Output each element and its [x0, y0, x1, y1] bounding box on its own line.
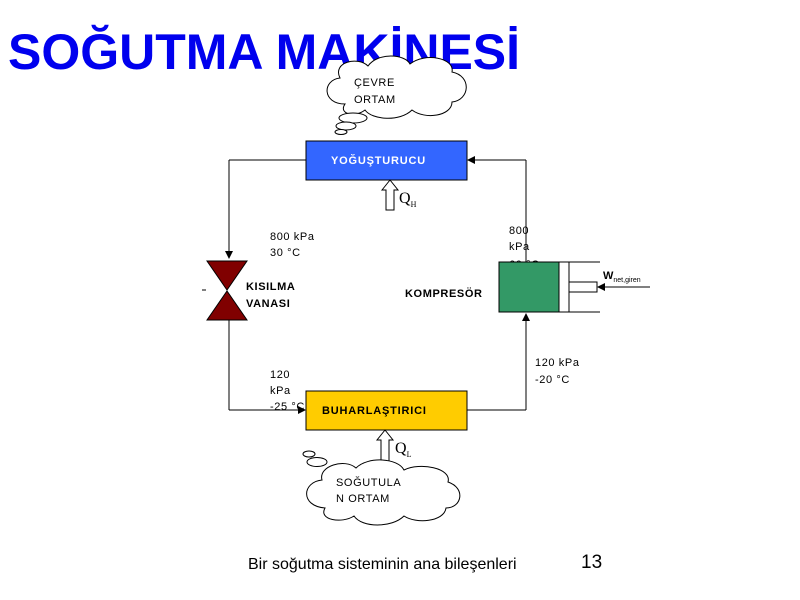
valve-label-1: KISILMA [246, 281, 295, 293]
warm-environment-cloud: ÇEVRE ORTAM [326, 55, 467, 135]
state-evaporator-in-pressure-1: 120 [270, 369, 290, 381]
cold-environment-label-1: SOĞUTULA [336, 476, 401, 489]
compressor-piston-rod [568, 281, 598, 293]
cold-environment-cloud: SOĞUTULA N ORTAM [302, 450, 461, 526]
state-compressor-in-temperature: -20 °C [535, 374, 570, 386]
figure-caption: Bir soğutma sisteminin ana bileşenleri [248, 556, 517, 573]
warm-environment-label-2: ORTAM [354, 94, 396, 106]
state-evaporator-in-pressure-2: kPa [270, 385, 291, 397]
work-input-label: Wnet,giren [603, 270, 641, 284]
condenser-label: YOĞUŞTURUCU [331, 154, 426, 167]
state-valve-in-temperature: 30 °C [270, 247, 301, 259]
warm-environment-label-1: ÇEVRE [354, 77, 395, 89]
page-number: 13 [581, 552, 603, 573]
evaporator-label: BUHARLAŞTIRICI [322, 405, 427, 417]
q-low-label: QL [395, 440, 412, 459]
state-compressor-in-pressure: 120 kPa [535, 357, 580, 369]
state-evaporator-in-temperature: -25 °C [270, 401, 305, 413]
q-high-label: QH [399, 190, 417, 209]
state-valve-in-pressure: 800 kPa [270, 231, 315, 243]
evaporator-box [305, 390, 468, 431]
expansion-valve-lower [206, 290, 248, 321]
q-low-arrow [375, 429, 395, 463]
compressor-box [498, 261, 560, 313]
q-high-arrow [380, 179, 400, 211]
cold-environment-label-2: N ORTAM [336, 493, 390, 505]
expansion-valve-upper [206, 260, 248, 291]
compressor-label: KOMPRESÖR [405, 287, 483, 300]
state-compressor-out-pressure-1: 800 [509, 225, 529, 237]
state-compressor-out-pressure-2: kPa [509, 241, 530, 253]
compressor-cylinder [558, 261, 570, 313]
valve-label-2: VANASI [246, 298, 290, 310]
condenser-box [305, 140, 468, 181]
